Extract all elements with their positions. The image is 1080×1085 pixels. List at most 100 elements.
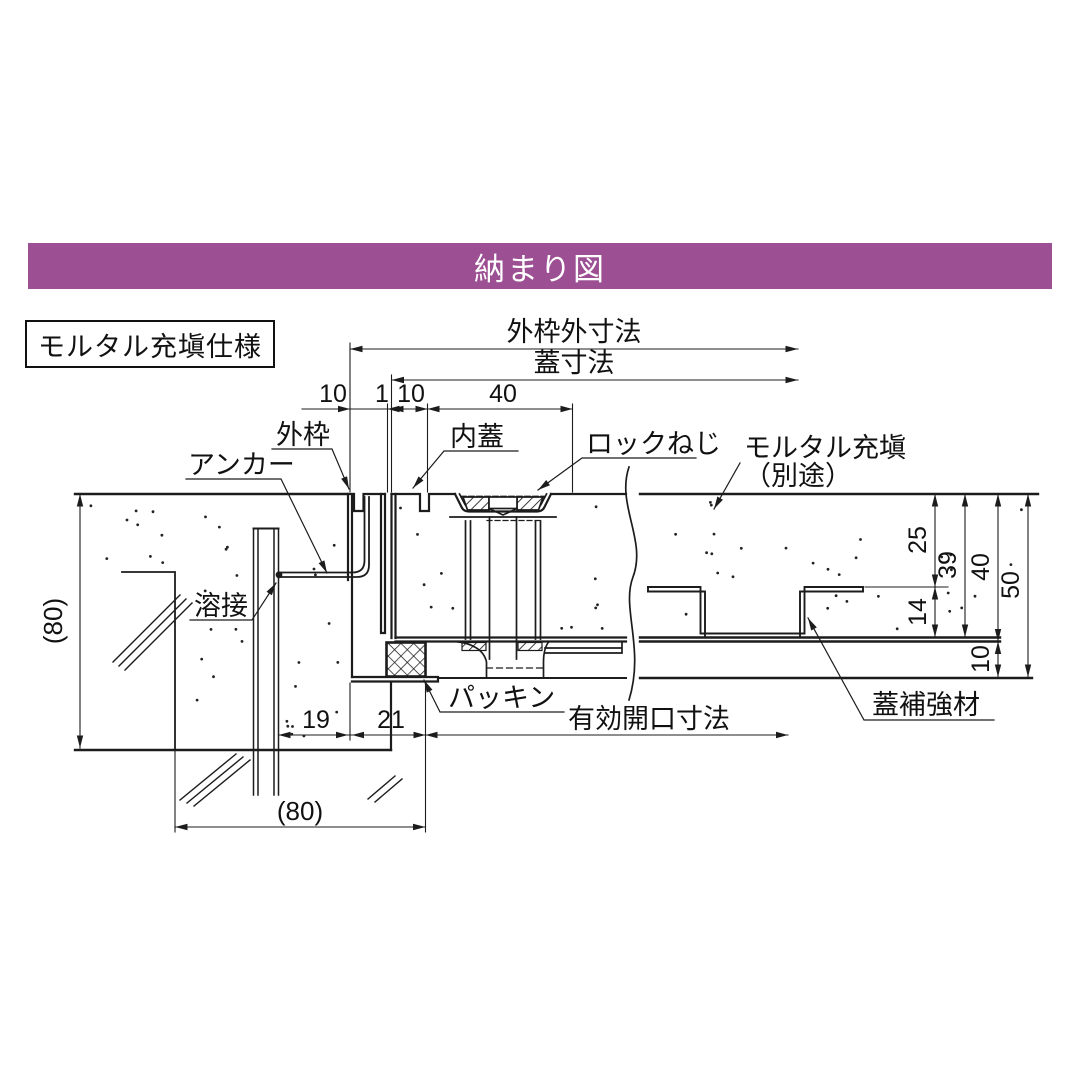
speckle-dot (973, 594, 977, 598)
speckle-dot (336, 661, 340, 664)
speckle-dot (203, 589, 207, 593)
speckle-dot (161, 561, 165, 564)
label-mortar-fill: モルタル充塡 (744, 433, 906, 463)
speckle-dot (240, 640, 244, 643)
chain-dim-arrowheads (278, 405, 788, 739)
label-inner-lid: 内蓋 (450, 422, 504, 452)
speckle-dot (600, 627, 604, 630)
speckle-dot (684, 612, 688, 616)
speckle-dot (416, 533, 419, 536)
dim-label-10a: 10 (319, 380, 347, 408)
leader-lines (185, 448, 995, 721)
speckle-dot (218, 525, 221, 529)
lock-screw-assembly (449, 492, 557, 660)
speckle-dot (314, 573, 317, 577)
speckle-dot (209, 628, 213, 631)
speckle-dot (709, 501, 712, 504)
dim-label-80-left: (80) (38, 598, 68, 644)
label-effective-opening: 有効開口寸法 (568, 704, 730, 734)
concrete-slab-left (73, 492, 393, 752)
label-welding: 溶接 (194, 591, 248, 621)
label-lid-width: 蓋寸法 (534, 348, 615, 378)
speckle-dot (859, 538, 862, 541)
speckle-dot (946, 591, 950, 595)
dim-label-19: 19 (302, 706, 330, 734)
speckle-dot (593, 577, 597, 581)
speckle-dot (195, 698, 199, 702)
speckle-dot (594, 505, 598, 509)
speckle-dot (596, 603, 599, 607)
packing-block (385, 641, 427, 678)
speckle-dot (294, 685, 297, 688)
speckle-dot (332, 543, 336, 547)
speckle-dot (948, 609, 952, 613)
speckle-dot (212, 675, 215, 679)
break-line-wave (624, 465, 638, 702)
spec-type-box: モルタル充塡仕様 (25, 320, 275, 368)
speckle-dot (226, 545, 229, 549)
speckle-dot (1020, 508, 1023, 512)
speckle-dot (826, 567, 830, 571)
speckle-dot (160, 533, 164, 537)
speckle-dot (105, 557, 109, 560)
speckle-dot (125, 518, 129, 522)
dim-label-40-right: 40 (967, 553, 995, 581)
speckle-dot (560, 626, 564, 630)
speckle-dot (895, 627, 899, 631)
spec-type-label: モルタル充塡仕様 (38, 331, 262, 362)
speckle-dot (429, 605, 433, 609)
outer-frame-profile (346, 492, 440, 683)
speckle-dot (285, 719, 289, 723)
speckle-dot (399, 506, 402, 510)
speckle-dot (731, 575, 735, 579)
speckle-dot (674, 532, 677, 536)
dim-label-39: 39 (934, 551, 962, 579)
dim-label-50: 50 (997, 571, 1025, 599)
recess-hatch-right (516, 496, 545, 511)
drawing-texts: 10 1 10 40 外枠外寸法 蓋寸法 外枠 アンカー 内蓋 ロックねじ モル… (38, 317, 1025, 826)
page-title: 納まり図 (474, 251, 606, 287)
speckle-dot (705, 551, 708, 555)
speckle-dot (709, 503, 713, 507)
speckle-dot (837, 573, 841, 576)
speckle-dot (826, 606, 830, 610)
label-anchor: アンカー (188, 450, 295, 480)
dim-label-10-right: 10 (967, 645, 995, 673)
speckle-dot (224, 547, 228, 551)
lid-bottom-assembly (437, 640, 627, 679)
speckle-dot (716, 571, 720, 575)
speckle-dot (312, 567, 316, 571)
title-banner: 納まり図 (28, 243, 1052, 289)
speckle-dot (594, 606, 598, 610)
speckle-dot (570, 625, 573, 629)
speckle-dot (200, 657, 204, 661)
speckle-dot (960, 606, 964, 610)
dim-label-21: 21 (377, 706, 405, 734)
screw-head (488, 496, 518, 510)
speckle-dot (712, 532, 716, 536)
weld-hatch-right (517, 641, 543, 652)
speckle-dot (710, 552, 714, 556)
speckle-dot (204, 515, 207, 519)
speckle-dot (940, 555, 944, 559)
dim-label-14: 14 (904, 598, 932, 626)
speckle-dot (1009, 563, 1013, 566)
label-lid-reinforcement: 蓋補強材 (872, 690, 980, 720)
recess-hatch-left (461, 496, 490, 511)
inner-lid-profile (390, 492, 628, 643)
label-outer-frame: 外枠 (276, 420, 330, 450)
speckle-dot (854, 556, 858, 560)
speckle-dot (151, 510, 155, 514)
speckle-dot (297, 661, 301, 664)
speckle-dot (949, 553, 953, 557)
speckle-dot (440, 572, 443, 575)
weld-dot (275, 571, 283, 579)
dim-label-1: 1 (375, 380, 389, 408)
speckle-dot (845, 600, 849, 603)
speckle-dot (811, 561, 815, 565)
mortar-speckles (89, 501, 1023, 738)
speckle-dot (834, 594, 838, 598)
dim-label-40-top: 40 (489, 380, 517, 408)
